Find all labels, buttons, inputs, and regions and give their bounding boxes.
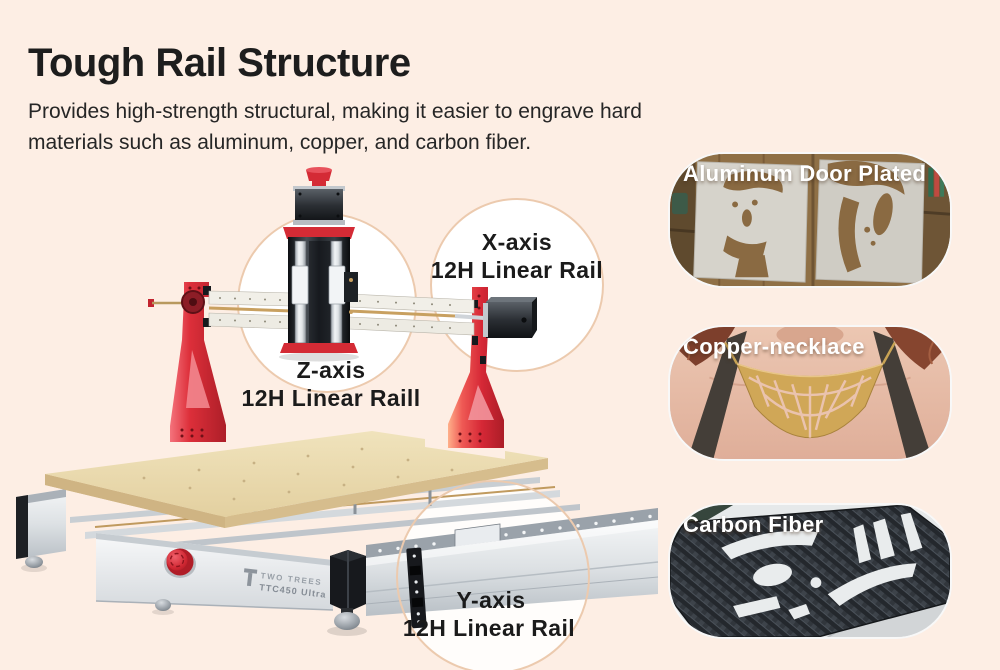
gallery-label-carbon: Carbon Fiber	[683, 512, 824, 537]
subtitle: Provides high-strength structural, makin…	[28, 97, 748, 158]
gallery-item-carbon: Carbon Fiber	[668, 503, 952, 639]
right-gantry-bracket	[448, 287, 504, 448]
y-axis-callout-ring	[396, 480, 590, 670]
gallery-item-copper: Copper-necklace	[668, 325, 952, 461]
x-axis-rails	[208, 290, 485, 336]
gallery-item-aluminum: Aluminum Door Plated	[668, 152, 952, 288]
subtitle-line2: materials such as aluminum, copper, and …	[28, 130, 532, 154]
x-axis-callout-line2: 12H Linear Rail	[431, 257, 603, 283]
y-axis-callout-line1: Y-axis	[457, 587, 526, 613]
carbon-photo	[670, 505, 950, 637]
subtitle-line1: Provides high-strength structural, makin…	[28, 100, 642, 123]
gallery-label-aluminum: Aluminum Door Plated	[683, 161, 927, 186]
x-axis-motor	[483, 297, 537, 338]
header: Tough Rail Structure Provides high-stren…	[28, 42, 748, 158]
x-axis-callout-circle	[430, 198, 604, 372]
callout-labels: X-axis 12H Linear Rail Z-axis 12H Linear…	[242, 229, 603, 641]
emergency-stop-button	[164, 548, 196, 578]
x-axis-callout-line1: X-axis	[482, 229, 552, 255]
z-axis-callout-line1: Z-axis	[297, 357, 366, 383]
y-rail-sample	[406, 547, 427, 629]
left-gantry-bracket	[170, 282, 226, 442]
z-axis-tower	[279, 167, 359, 362]
machine-bed	[45, 431, 548, 528]
page-title: Tough Rail Structure	[28, 41, 411, 85]
x-gantry	[148, 282, 537, 448]
aluminum-photo	[670, 154, 950, 286]
y-axis-callout-line2: 12H Linear Rail	[403, 615, 575, 641]
z-axis-callout-line2: 12H Linear Raill	[242, 385, 421, 411]
copper-photo	[670, 327, 950, 459]
gallery-label-copper: Copper-necklace	[683, 334, 865, 359]
z-stepper-motor	[293, 186, 345, 225]
machine-base: TWO TREES TTC450 Ultra	[16, 477, 659, 636]
spindle-knob	[306, 167, 332, 190]
